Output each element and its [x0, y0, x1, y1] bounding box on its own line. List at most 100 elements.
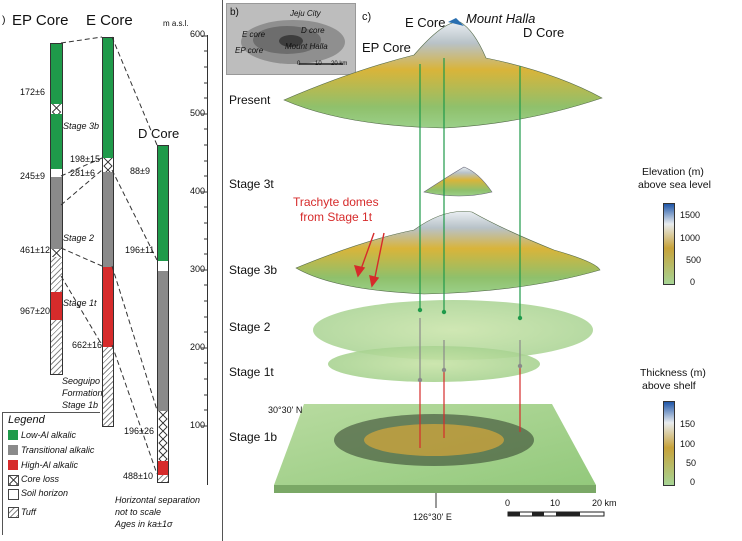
- axis-tick: 100: [190, 420, 206, 430]
- legend-box: [2, 412, 100, 535]
- thickness-tick: 50: [686, 458, 697, 468]
- d-core-header: D Core: [138, 126, 180, 141]
- ep-core-column: [50, 43, 63, 375]
- low-al-swatch: [8, 430, 18, 440]
- high-al-swatch: [8, 460, 18, 470]
- mount-halla-label: Mount Halla: [466, 11, 536, 26]
- legend-title: Legend: [8, 414, 45, 426]
- stage-3t-dome: [423, 166, 493, 197]
- stage-label-2: Stage 2: [229, 320, 271, 334]
- latitude-label: 30°30' N: [268, 405, 303, 415]
- stage-label-1t: Stage 1t: [229, 365, 274, 379]
- legend-item: Core loss: [21, 474, 60, 484]
- soil-horizon-swatch: [8, 489, 19, 500]
- elevation-tick: 500: [686, 255, 702, 265]
- correlation-lines: [60, 36, 158, 475]
- age-label: 662±16: [72, 340, 102, 350]
- formation-line: Stage 1b: [62, 400, 99, 410]
- stage-label-3t: Stage 3t: [229, 177, 274, 191]
- legend-item: High-Al alkalic: [21, 460, 79, 470]
- stage-3b-terrain: [295, 211, 601, 295]
- stage-label-3b: Stage 3b: [63, 121, 100, 131]
- trachyte-dome-arrows: [353, 232, 385, 288]
- d-core-column: [157, 145, 169, 483]
- age-label: 196±26: [124, 426, 154, 436]
- age-label: 88±9: [130, 166, 150, 176]
- core-drill-lines: [419, 58, 521, 448]
- e-core-header: E Core: [86, 12, 133, 29]
- elevation-tick: 1000: [680, 233, 701, 243]
- elevation-tick: 1500: [680, 210, 701, 220]
- core-loss-swatch: [8, 475, 19, 486]
- stage-1t-surface: [328, 346, 540, 382]
- legend-item: Transitional alkalic: [21, 445, 95, 455]
- ep-core-label: EP Core: [362, 40, 411, 55]
- age-label: 488±10: [123, 471, 153, 481]
- elevation-legend-title: Elevation (m): [642, 166, 704, 178]
- scale-label: 20 km: [592, 498, 617, 508]
- axis-tick: 600: [190, 29, 206, 39]
- present-terrain: [283, 18, 603, 129]
- thickness-tick: 100: [680, 439, 696, 449]
- stage-label-1b: Stage 1b: [229, 430, 278, 444]
- masl-label: m a.s.l.: [163, 19, 189, 28]
- d-core-label: D Core: [523, 25, 565, 40]
- island-shape: [241, 20, 345, 65]
- map-scale-label: 20 km: [331, 61, 348, 67]
- map-label-jeju: Jeju City: [290, 9, 321, 18]
- e-core-column: [102, 37, 114, 427]
- transitional-swatch: [8, 445, 18, 455]
- thickness-legend-title: above shelf: [642, 380, 696, 392]
- map-scale-label: 10: [315, 61, 322, 67]
- age-label: 172±6: [20, 87, 45, 97]
- map-label-halla: Mount Halla: [285, 42, 328, 51]
- axis-tick: 500: [190, 108, 206, 118]
- legend-item: Soil horizon: [21, 488, 69, 498]
- core-markers: [417, 307, 523, 383]
- thickness-tick: 150: [680, 419, 696, 429]
- trachyte-annotation-line: Trachyte domes: [293, 195, 379, 209]
- elevation-axis: [207, 35, 208, 485]
- age-label: 281±6: [70, 168, 95, 178]
- map-scale-label: 0: [297, 61, 301, 67]
- axis-tick: 300: [190, 264, 206, 274]
- stage-2-surface: [313, 300, 593, 360]
- thickness-legend-title: Thickness (m): [640, 367, 706, 379]
- ep-core-header: EP Core: [12, 12, 69, 29]
- note-line: Ages in ka±1σ: [115, 519, 173, 529]
- scale-label: 10: [550, 498, 561, 508]
- trachyte-annotation-line: from Stage 1t: [300, 210, 373, 224]
- map-panel-label: b): [230, 7, 239, 18]
- note-line: not to scale: [115, 507, 162, 517]
- longitude-label: 126°30' E: [413, 512, 452, 522]
- elevation-colorbar: [663, 203, 675, 285]
- age-label: 967±20: [20, 306, 50, 316]
- scale-label: 0: [505, 498, 511, 508]
- stage-label-1t: Stage 1t: [63, 298, 97, 308]
- map-label-e-core: E core: [242, 30, 266, 39]
- e-core-label: E Core: [405, 15, 446, 30]
- axis-tick: 200: [190, 342, 206, 352]
- map-label-ep-core: EP core: [235, 46, 264, 55]
- elevation-legend-title: above sea level: [638, 179, 711, 191]
- km-scale-bar: [507, 511, 605, 517]
- formation-line: Formation: [62, 388, 103, 398]
- thickness-colorbar: [663, 401, 675, 486]
- elevation-tick: 0: [690, 277, 696, 287]
- stage-label-2: Stage 2: [63, 233, 95, 243]
- formation-line: Seoguipo: [62, 376, 101, 386]
- tuff-swatch: [8, 507, 19, 518]
- legend-item: Tuff: [21, 507, 36, 517]
- age-label: 196±11: [125, 245, 155, 255]
- map-label-d-core: D core: [301, 26, 325, 35]
- axis-tick: 400: [190, 186, 206, 196]
- age-label: 461±12: [20, 245, 50, 255]
- panel-c-label: c): [362, 11, 372, 23]
- location-map-inset: b) Jeju City E core D core EP core Mount…: [226, 3, 356, 75]
- age-label: 245±9: [20, 171, 45, 181]
- age-label: 198±15: [70, 154, 100, 164]
- terrain-layers: [274, 18, 605, 517]
- legend-item: Low-Al alkalic: [21, 430, 77, 440]
- axis-tick-marks: [201, 35, 207, 427]
- thickness-tick: 0: [690, 477, 696, 487]
